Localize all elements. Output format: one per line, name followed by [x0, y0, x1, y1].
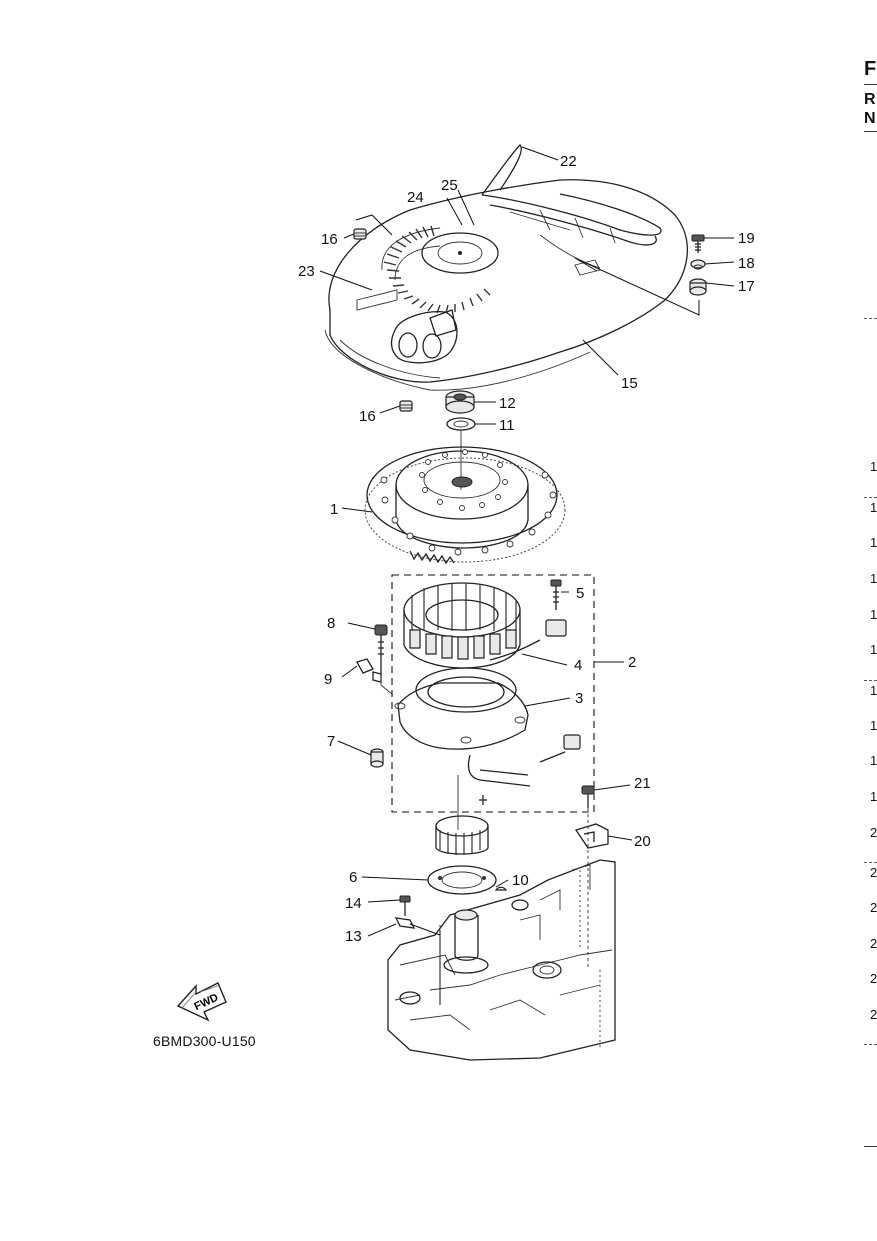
bolt-part-8 — [374, 624, 388, 675]
callout-1: 1 — [330, 501, 338, 518]
edge-row-digit: 2 — [870, 825, 877, 840]
screw-part-14 — [399, 895, 411, 916]
callout-16-lower: 16 — [359, 408, 376, 425]
callout-22: 22 — [560, 153, 577, 170]
screw-part-5 — [550, 579, 562, 610]
edge-dash — [864, 862, 877, 863]
diagram-code: 6BMD300-U150 — [153, 1033, 256, 1049]
bracket-part-13 — [394, 917, 416, 929]
edge-row-digit: 1 — [870, 607, 877, 622]
callout-11: 11 — [499, 417, 515, 434]
callout-labels: 1 2 3 4 5 6 7 8 9 10 11 12 13 14 15 16 1… — [298, 153, 755, 945]
edge-dash — [864, 318, 877, 319]
callout-9: 9 — [324, 671, 332, 688]
stator-coil-part-4 — [403, 582, 567, 669]
edge-rule — [864, 131, 877, 132]
callout-12: 12 — [499, 395, 516, 412]
edge-row-digit: 1 — [870, 683, 877, 698]
grommet-part-17 — [689, 278, 707, 296]
callout-5: 5 — [576, 585, 584, 602]
callout-13: 13 — [345, 928, 362, 945]
collar-part-18 — [690, 259, 706, 270]
callout-24: 24 — [407, 189, 424, 206]
edge-rule — [864, 84, 877, 85]
bolt-part-21 — [581, 785, 595, 808]
edge-row-digit: 1 — [870, 753, 877, 768]
callout-20: 20 — [634, 833, 651, 850]
flywheel-cover-part-15 — [324, 144, 688, 391]
callout-21: 21 — [634, 775, 651, 792]
callout-18: 18 — [738, 255, 755, 272]
callout-17: 17 — [738, 278, 755, 295]
washer-part-11 — [446, 417, 476, 431]
woodruff-key-part-10 — [494, 886, 508, 891]
callout-23: 23 — [298, 263, 315, 280]
cover-vent-fins — [381, 225, 491, 314]
stator-assembly-boundary — [391, 574, 595, 813]
leader-lines — [319, 146, 735, 1005]
holder-part-20 — [574, 823, 609, 849]
edge-row-digit: 2 — [870, 865, 877, 880]
edge-row-digit: 2 — [870, 1007, 877, 1022]
callout-8: 8 — [327, 615, 335, 632]
edge-row-digit: 2 — [870, 900, 877, 915]
edge-rule — [864, 1146, 877, 1147]
callout-4: 4 — [574, 657, 582, 674]
edge-header-letter-1: F — [864, 58, 877, 80]
edge-dash — [864, 1044, 877, 1045]
oil-seal-plate-part-6 — [427, 865, 497, 895]
clamp-part-9 — [356, 658, 382, 683]
callout-7: 7 — [327, 733, 335, 750]
edge-row-digit: 1 — [870, 500, 877, 515]
edge-header-letter-2: R — [864, 91, 876, 108]
pin-part-7 — [370, 748, 384, 768]
base-plate-part-3 — [394, 667, 581, 805]
edge-row-digit: 2 — [870, 936, 877, 951]
edge-row-digit: 2 — [870, 971, 877, 986]
callout-3: 3 — [575, 690, 583, 707]
callout-2: 2 — [628, 654, 636, 671]
bolt-part-19 — [691, 234, 705, 253]
grommet-part-16-lower — [399, 400, 413, 412]
edge-row-digit: 1 — [870, 642, 877, 657]
flywheel-part-1 — [364, 446, 566, 565]
grommet-part-16-upper — [353, 228, 367, 240]
engine-block — [387, 859, 616, 1061]
fwd-arrow-icon: FWD — [176, 982, 227, 1022]
edge-row-digit: 1 — [870, 718, 877, 733]
callout-10: 10 — [512, 872, 529, 889]
edge-header-letter-3: N — [864, 110, 876, 127]
callout-19: 19 — [738, 230, 755, 247]
edge-row-digit: 1 — [870, 459, 877, 474]
callout-25: 25 — [441, 177, 458, 194]
edge-dash — [864, 680, 877, 681]
sleeve-gear — [435, 815, 489, 855]
callout-16-upper: 16 — [321, 231, 338, 248]
edge-row-digit: 1 — [870, 535, 877, 550]
callout-14: 14 — [345, 895, 362, 912]
edge-dash — [864, 497, 877, 498]
callout-15: 15 — [621, 375, 638, 392]
nut-part-12 — [445, 390, 475, 414]
edge-row-digit: 1 — [870, 789, 877, 804]
callout-6: 6 — [349, 869, 357, 886]
edge-row-digit: 1 — [870, 571, 877, 586]
